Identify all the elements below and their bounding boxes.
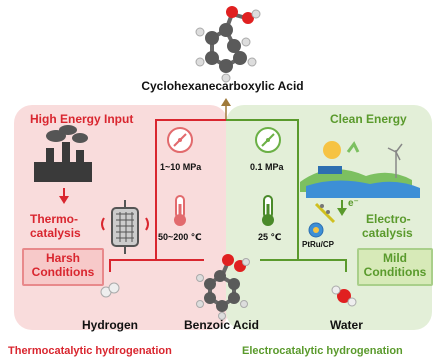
thermo-pressure: 1~10 MPa (160, 162, 202, 172)
electron-label: e⁻ (348, 198, 359, 209)
thermo-caption: Thermocatalytic hydrogenation (8, 345, 172, 357)
down-arrow-electro-icon (337, 200, 347, 216)
pressure-gauge-green-icon (255, 127, 281, 153)
pressure-gauge-icon (167, 127, 193, 153)
water-molecule-icon (331, 285, 357, 307)
thermometer-green-icon (262, 195, 274, 226)
harsh-conditions-box (22, 248, 104, 286)
electro-process-line1: Electro- (366, 212, 411, 226)
thermo-temperature: 50~200 ℃ (158, 232, 202, 242)
thermo-heading: High Energy Input (30, 112, 134, 126)
electro-path-lines (226, 119, 347, 272)
benzoic-acid-label: Benzoic Acid (184, 318, 259, 332)
thermo-process-line1: Thermo- (30, 212, 78, 226)
thermo-path-lines (109, 119, 226, 272)
thermo-process-line2: catalysis (30, 226, 81, 240)
electro-temperature: 25 ℃ (258, 232, 282, 242)
hydrogen-molecule-icon (100, 282, 120, 298)
water-label: Water (330, 318, 363, 332)
benzoic-acid-molecule-icon (196, 254, 250, 320)
catalyst-electrode-icon (308, 202, 336, 238)
electro-process-line2: catalysis (362, 226, 413, 240)
down-arrow-thermo-icon (59, 188, 69, 204)
product-title: Cyclohexanecarboxylic Acid (141, 79, 304, 93)
hydrogen-label: Hydrogen (82, 318, 139, 332)
harsh-line2: Conditions (31, 265, 95, 279)
cyclohexanecarboxylic-acid-molecule-icon (195, 6, 261, 83)
electro-heading: Clean Energy (330, 112, 407, 126)
mild-line1: Mild (383, 251, 407, 265)
harsh-line1: Harsh (45, 251, 80, 265)
electro-caption: Electrocatalytic hydrogenation (242, 345, 403, 357)
thermometer-icon (174, 195, 186, 226)
mild-conditions-box (357, 248, 433, 286)
central-arrow (221, 98, 231, 120)
clean-energy-landscape-icon (300, 141, 420, 198)
factory-icon (34, 125, 92, 182)
mild-line2: Conditions (363, 265, 427, 279)
electro-pressure: 0.1 MPa (250, 162, 284, 172)
reactor-icon (101, 200, 149, 254)
catalyst-label: PtRu/CP (302, 240, 334, 249)
